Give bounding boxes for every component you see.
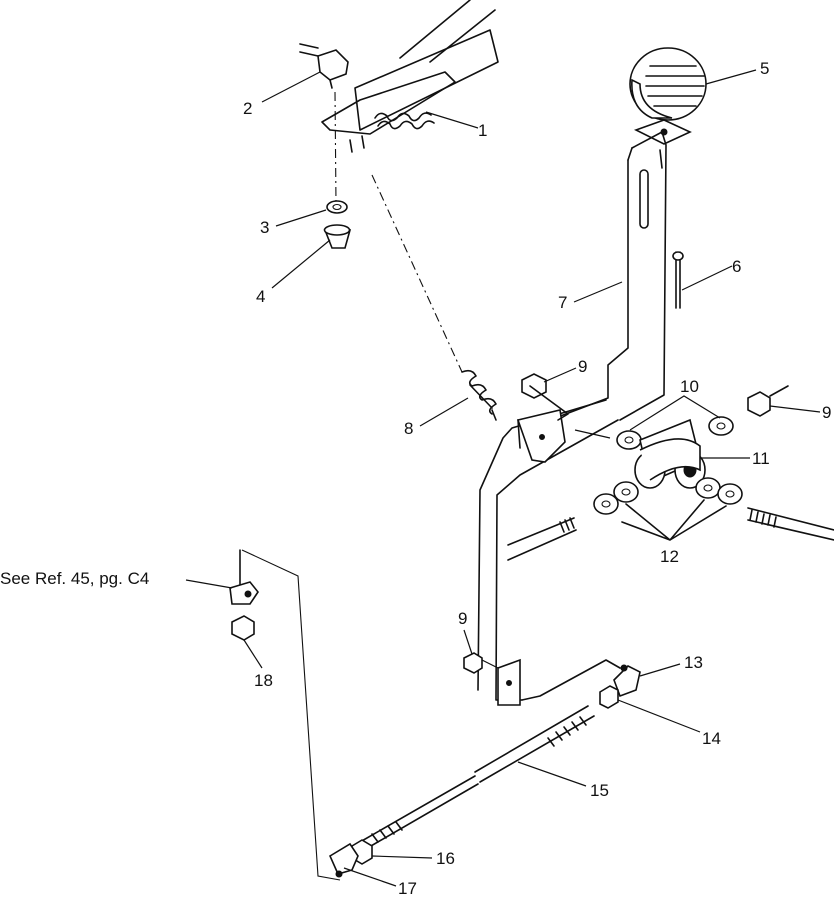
nut-9-right (747, 385, 789, 417)
callout-16: 16 (436, 849, 455, 868)
callout-10: 10 (680, 377, 699, 396)
callout-9-lower: 9 (458, 609, 467, 628)
caliper-lever-bracket (229, 549, 341, 881)
washer-3 (326, 200, 348, 214)
rod-end-17 (328, 842, 359, 878)
brake-rod (359, 705, 595, 851)
callout-1: 1 (478, 121, 487, 140)
callout-14: 14 (702, 729, 721, 748)
callout-13: 13 (684, 653, 703, 672)
pedal-pad (629, 47, 707, 145)
bumper-4 (323, 224, 352, 249)
frame-bracket (321, 0, 499, 153)
spring-alignment-line (371, 174, 463, 373)
washers-12 (593, 477, 743, 541)
rod-end-13 (613, 664, 641, 698)
callout-11: 11 (752, 449, 770, 468)
return-spring (461, 369, 497, 421)
callout-18: 18 (254, 671, 273, 690)
callout-2: 2 (243, 99, 252, 118)
arm-to-rod-line (521, 659, 621, 701)
callout-9-right: 9 (822, 403, 831, 422)
callout-5: 5 (760, 59, 769, 78)
alignment-line-2-4 (334, 91, 337, 205)
cotter-pin (672, 251, 684, 309)
switch-plug (299, 43, 349, 89)
reference-note: See Ref. 45, pg. C4 (0, 569, 149, 588)
callout-7: 7 (558, 293, 567, 312)
nut-9-upper (521, 373, 569, 421)
nut-9-lower (463, 652, 483, 674)
pivot-shaft (507, 517, 577, 561)
callout-15: 15 (590, 781, 609, 800)
nut-lower-line (481, 659, 499, 669)
arm-to-washer-line (574, 429, 611, 439)
callout-17: 17 (398, 879, 417, 898)
callout-8: 8 (404, 419, 413, 438)
callout-leaders (185, 69, 821, 887)
callout-6: 6 (732, 257, 741, 276)
callout-3: 3 (260, 218, 269, 237)
washers-10 (616, 416, 734, 450)
jam-nut-14 (599, 685, 619, 709)
callout-12: 12 (660, 547, 679, 566)
pedal-arm (477, 131, 667, 706)
callout-labels: 1 2 3 4 5 6 7 8 9 9 9 10 11 12 13 14 15 … (0, 59, 831, 898)
callout-9-upper: 9 (578, 357, 587, 376)
callout-4: 4 (256, 287, 265, 306)
threaded-stud (747, 507, 834, 541)
pivot-tube (634, 418, 706, 489)
